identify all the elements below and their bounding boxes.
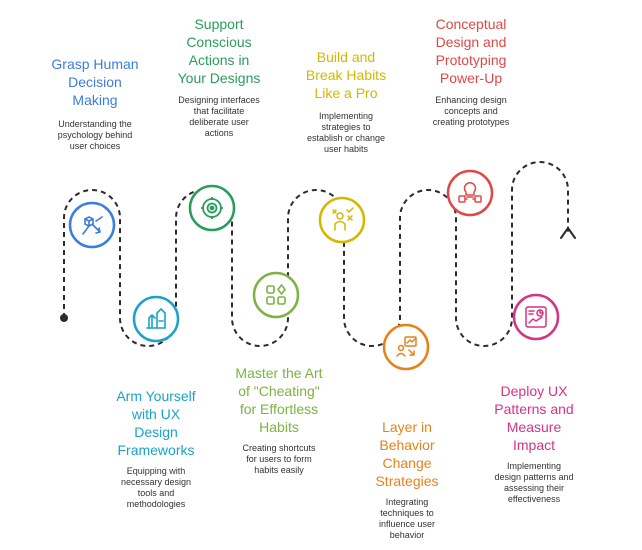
step-4-description: Creating shortcuts for users to form hab… bbox=[242, 443, 316, 475]
step-5-description: Implementing strategies to establish or … bbox=[306, 111, 386, 154]
step-2-title: Arm Yourself with UX Design Frameworks bbox=[116, 388, 196, 458]
step-node-7 bbox=[446, 169, 494, 217]
step-5-title: Build and Break Habits Like a Pro bbox=[305, 49, 387, 101]
step-node-1 bbox=[68, 201, 116, 249]
path-start-dot bbox=[60, 314, 68, 322]
step-node-6 bbox=[382, 323, 430, 371]
lightbulb-prototype-icon bbox=[458, 181, 482, 203]
step-node-2 bbox=[132, 295, 180, 343]
step-7-description: Enhancing design concepts and creating p… bbox=[432, 95, 510, 127]
step-node-3 bbox=[188, 184, 236, 232]
step-1-description: Understanding the psychology behind user… bbox=[57, 119, 133, 151]
step-6-title: Layer in Behavior Change Strategies bbox=[375, 419, 439, 489]
decision-maze-icon bbox=[82, 216, 103, 235]
step-node-8 bbox=[512, 293, 560, 341]
step-6-description: Integrating techniques to influence user… bbox=[378, 497, 436, 540]
habit-person-icon bbox=[332, 207, 354, 231]
step-7-title: Conceptual Design and Prototyping Power-… bbox=[435, 16, 507, 86]
apps-grid-icon bbox=[266, 284, 286, 305]
step-8-title: Deploy UX Patterns and Measure Impact bbox=[494, 383, 574, 453]
target-icon bbox=[201, 197, 223, 219]
step-4-title: Master the Art of "Cheating" for Effortl… bbox=[235, 365, 323, 435]
step-3-title: Support Conscious Actions in Your Design… bbox=[177, 16, 261, 86]
winding-path bbox=[63, 161, 569, 347]
step-8-description: Implementing design patterns and assessi… bbox=[494, 461, 574, 504]
step-3-description: Designing interfaces that facilitate del… bbox=[178, 95, 260, 138]
dashboard-metrics-icon bbox=[525, 306, 547, 328]
step-2-description: Equipping with necessary design tools an… bbox=[120, 466, 192, 509]
strategy-chart-icon bbox=[396, 336, 417, 357]
tools-stack-icon bbox=[146, 308, 166, 329]
step-1-title: Grasp Human Decision Making bbox=[51, 56, 139, 108]
step-node-5 bbox=[318, 196, 366, 244]
path-end-arrow-icon bbox=[560, 227, 576, 239]
step-node-4 bbox=[252, 271, 300, 319]
